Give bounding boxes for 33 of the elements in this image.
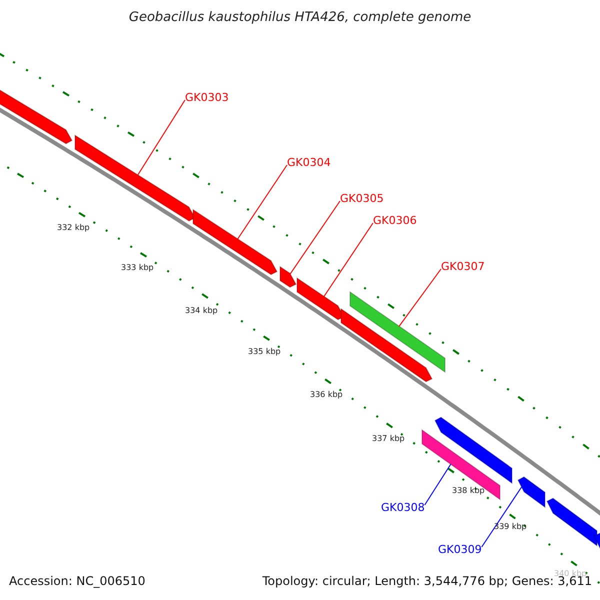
- leader-line: [481, 486, 522, 548]
- scale-label: 335 kbp: [248, 348, 281, 356]
- genome-stats-text: Topology: circular; Length: 3,544,776 bp; Genes: 3,611: [262, 575, 592, 587]
- leader-line: [424, 464, 452, 506]
- leader-line: [398, 268, 442, 327]
- scale-label: 336 kbp: [310, 391, 343, 399]
- scale-label: 334 kbp: [185, 307, 218, 315]
- scale-label: 337 kbp: [372, 435, 405, 443]
- leader-line: [237, 164, 288, 240]
- leader-line: [323, 222, 374, 298]
- leader-line: [137, 100, 186, 176]
- gene-feature: [280, 266, 297, 288]
- accession-text: Accession: NC_006510: [9, 575, 146, 587]
- scale-label: 333 kbp: [121, 264, 154, 272]
- gene-feature: [340, 308, 433, 382]
- gene-label: GK0307: [441, 261, 485, 272]
- gene-label: GK0306: [373, 215, 417, 226]
- gene-feature: [546, 498, 598, 547]
- gene-block: [350, 290, 446, 374]
- scale-label: 338 kbp: [452, 487, 485, 495]
- gene-label: GK0309: [438, 544, 482, 555]
- scale-label: 339 kbp: [494, 523, 527, 531]
- gene-label: GK0304: [287, 157, 331, 168]
- gene-feature: [434, 416, 512, 484]
- gene-feature: [517, 476, 546, 508]
- gene-label: GK0303: [185, 92, 229, 103]
- gene-label: GK0305: [340, 193, 384, 204]
- gene-label: GK0308: [381, 502, 425, 513]
- leader-line: [290, 200, 340, 275]
- gene-block: [422, 428, 500, 500]
- scale-label: 332 kbp: [57, 224, 90, 232]
- gene-feature: [192, 208, 278, 276]
- title: Geobacillus kaustophilus HTA426, complete genome: [128, 11, 472, 24]
